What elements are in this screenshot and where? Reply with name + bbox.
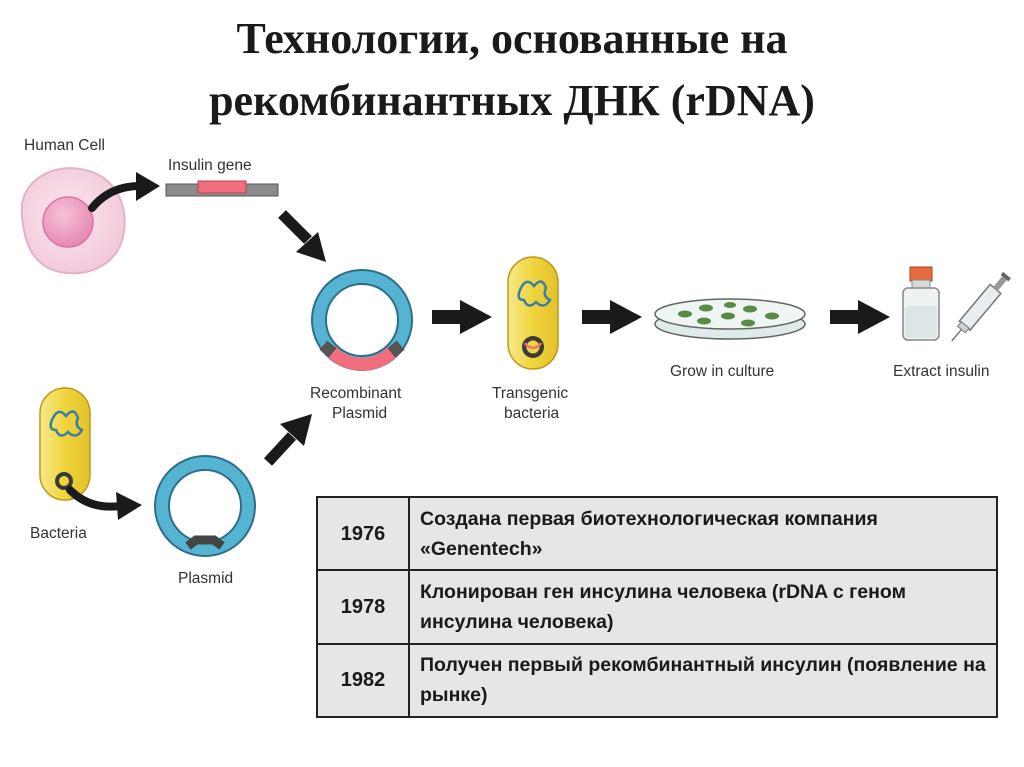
arrow-plasmid-to-recombinant xyxy=(263,414,312,466)
timeline-row: 1982 Получен первый рекомбинантный инсул… xyxy=(316,642,998,719)
title-line-2: рекомбинантных ДНК (rDNA) xyxy=(209,76,815,125)
label-human-cell: Human Cell xyxy=(24,137,105,154)
timeline-event: Создана первая биотехнологическая компан… xyxy=(408,495,998,572)
timeline-year: 1978 xyxy=(316,569,410,645)
label-insulin-gene: Insulin gene xyxy=(168,157,252,174)
label-bacteria: Bacteria xyxy=(30,525,87,542)
bacteria-icon xyxy=(39,387,91,501)
label-recombinant-line1: Recombinant xyxy=(310,385,402,402)
transgenic-bacteria-icon xyxy=(507,256,559,370)
timeline-year: 1982 xyxy=(316,642,410,719)
arrow-gene-to-recombinant xyxy=(278,210,326,262)
human-cell-icon xyxy=(20,167,126,275)
timeline-event: Получен первый рекомбинантный инсулин (п… xyxy=(408,642,998,719)
label-transgenic-line2: bacteria xyxy=(504,405,560,422)
arrow-recombinant-to-transgenic xyxy=(432,300,492,334)
label-transgenic-line1: Transgenic xyxy=(492,385,568,402)
syringe-icon xyxy=(951,271,1011,342)
title-line-1: Технологии, основанные на xyxy=(236,14,788,63)
timeline-row: 1978 Клонирован ген инсулина человека (r… xyxy=(316,569,998,645)
timeline-row: 1976 Создана первая биотехнологическая к… xyxy=(316,495,998,572)
label-extract-insulin: Extract insulin xyxy=(893,363,989,380)
label-recombinant-line2: Plasmid xyxy=(332,405,387,422)
arrow-bacteria-to-plasmid xyxy=(66,486,142,520)
plasmid-icon xyxy=(154,455,256,557)
timeline-event: Клонирован ген инсулина человека (rDNA с… xyxy=(408,569,998,645)
timeline-table: 1976 Создана первая биотехнологическая к… xyxy=(316,495,998,719)
insulin-gene-icon xyxy=(165,180,279,197)
timeline-year: 1976 xyxy=(316,495,410,572)
insulin-vial-icon xyxy=(902,266,940,341)
label-grow-in-culture: Grow in culture xyxy=(670,363,774,380)
petri-dish-icon xyxy=(654,298,806,340)
arrow-culture-to-extract xyxy=(830,300,890,334)
page-title: Технологии, основанные на рекомбинантных… xyxy=(0,8,1024,132)
label-plasmid: Plasmid xyxy=(178,570,233,587)
arrow-transgenic-to-culture xyxy=(582,300,642,334)
arrow-cell-to-gene xyxy=(88,172,160,212)
recombinant-plasmid-icon xyxy=(311,269,413,371)
